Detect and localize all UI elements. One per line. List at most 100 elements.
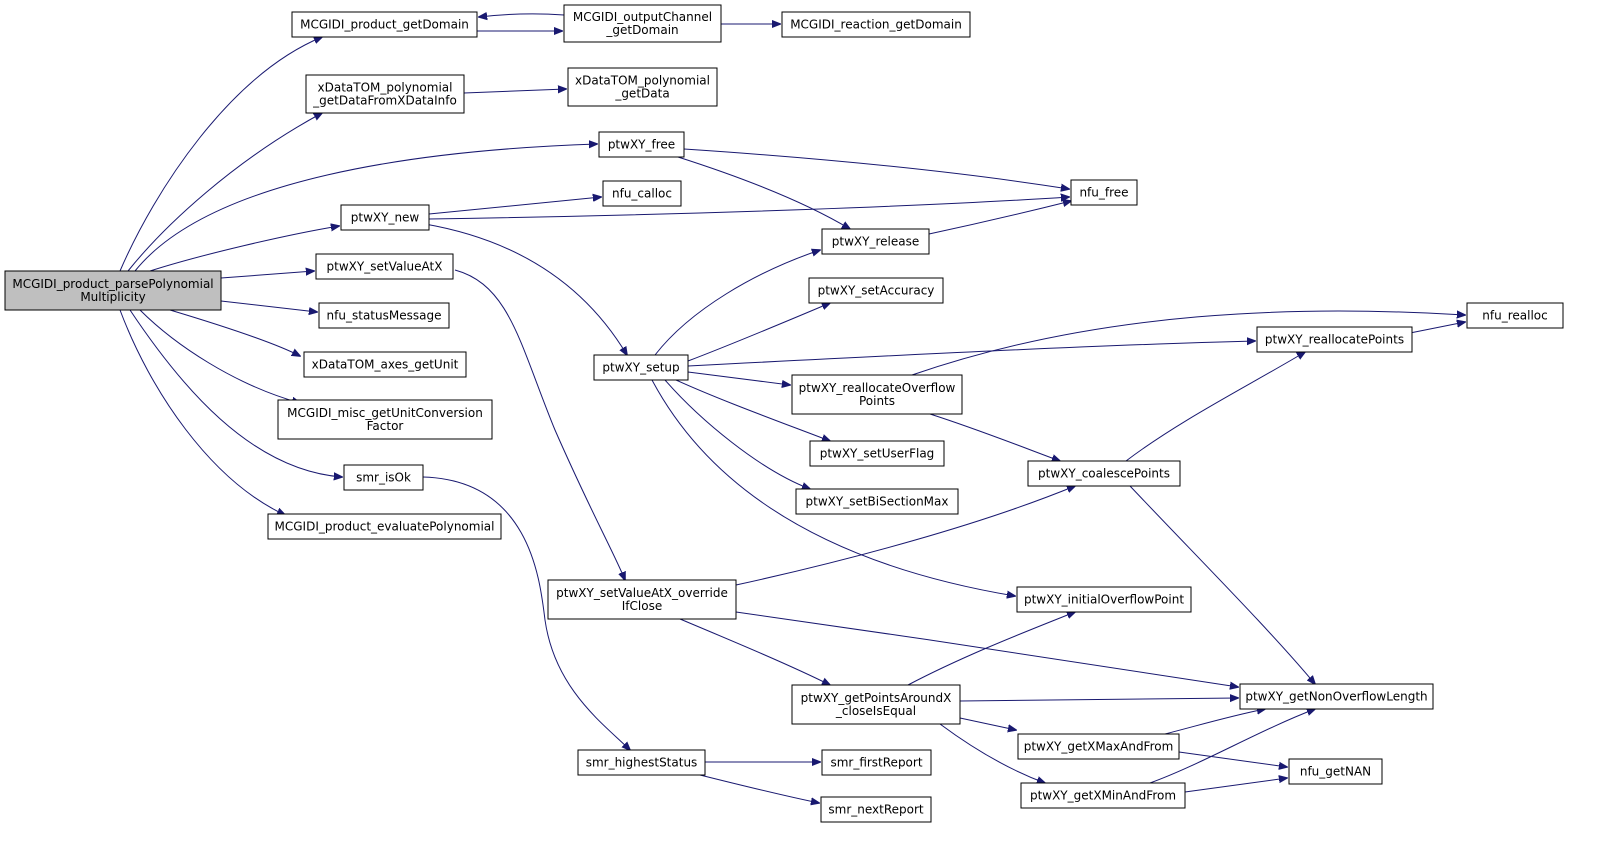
node-smr_nextReport[interactable]: smr_nextReport [820,796,932,823]
node-box-ptwXY_coalescePoints [1027,460,1181,487]
edge-root-to-ptwXY_setValueAtX [220,271,314,279]
node-ptwXY_initialOverflowPoint[interactable]: ptwXY_initialOverflowPoint [1016,586,1192,613]
edge-ptwXY_reallocatePoints-to-nfu_realloc [1409,322,1465,334]
node-label-product_getDomain: MCGIDI_product_getDomain [300,18,469,32]
node-label-smr_nextReport: smr_nextReport [828,803,924,817]
node-smr_highestStatus[interactable]: smr_highestStatus [577,749,706,776]
node-poly_getData[interactable]: xDataTOM_polynomial_getData [567,67,718,107]
edge-ptwXY_new-to-nfu_calloc [428,197,601,215]
node-box-smr_isOk [343,464,424,491]
node-box-nfu_getNAN [1288,758,1383,785]
node-outputChannel_getDomain[interactable]: MCGIDI_outputChannel_getDomain [563,4,722,43]
node-label-ptwXY_setValueAtX: ptwXY_setValueAtX [327,260,443,274]
node-ptwXY_setBiSectionMax[interactable]: ptwXY_setBiSectionMax [795,488,959,515]
node-box-ptwXY_new [340,204,430,231]
edge-ptwXY_reallocateOverflowPoints-to-nfu_realloc [911,311,1465,376]
node-label-ptwXY_free: ptwXY_free [608,138,675,152]
node-label-root-line1: MCGIDI_product_parsePolynomial [12,277,213,291]
node-label-ptwXY_getPointsAroundX_closeIsEqual-line1: ptwXY_getPointsAroundX [801,691,952,705]
node-nfu_getNAN[interactable]: nfu_getNAN [1288,758,1383,785]
node-label-ptwXY_setUserFlag: ptwXY_setUserFlag [820,447,935,461]
edge-poly_getDataFromXDataInfo-to-poly_getData [463,89,566,93]
node-ptwXY_reallocatePoints[interactable]: ptwXY_reallocatePoints [1256,326,1413,353]
node-ptwXY_getXMinAndFrom[interactable]: ptwXY_getXMinAndFrom [1020,782,1186,809]
edge-ptwXY_setValueAtX_overrideIfClose-to-ptwXY_getPointsAroundX_closeIsEqual [679,618,830,685]
edge-root-to-smr_isOk [129,309,342,477]
node-smr_isOk[interactable]: smr_isOk [343,464,424,491]
node-box-ptwXY_setBiSectionMax [795,488,959,515]
node-ptwXY_getNonOverflowLength[interactable]: ptwXY_getNonOverflowLength [1239,683,1434,710]
node-box-nfu_realloc [1466,302,1564,329]
node-nfu_statusMessage[interactable]: nfu_statusMessage [318,302,450,329]
node-label-ptwXY_new: ptwXY_new [351,211,420,225]
node-box-nfu_free [1070,179,1138,206]
node-label-ptwXY_setup: ptwXY_setup [602,361,679,375]
node-nfu_calloc[interactable]: nfu_calloc [602,180,682,207]
edge-ptwXY_setup-to-ptwXY_setAccuracy [687,303,830,362]
node-label-ptwXY_coalescePoints: ptwXY_coalescePoints [1038,467,1170,481]
edge-smr_highestStatus-to-smr_nextReport [699,774,819,803]
edge-ptwXY_new-to-ptwXY_setup [424,223,627,355]
node-label-poly_getDataFromXDataInfo-line1: xDataTOM_polynomial [318,81,453,95]
edge-root-to-product_getDomain [119,37,322,272]
edge-ptwXY_getXMaxAndFrom-to-nfu_getNAN [1178,751,1287,767]
node-nfu_free[interactable]: nfu_free [1070,179,1138,206]
edge-root-to-axes_getUnit [169,309,300,356]
node-label-axes_getUnit: xDataTOM_axes_getUnit [312,358,459,372]
node-ptwXY_coalescePoints[interactable]: ptwXY_coalescePoints [1027,460,1181,487]
node-axes_getUnit[interactable]: xDataTOM_axes_getUnit [303,351,467,378]
node-box-reaction_getDomain [781,11,971,38]
node-label-evaluatePolynomial: MCGIDI_product_evaluatePolynomial [275,520,495,534]
node-label-ptwXY_setAccuracy: ptwXY_setAccuracy [818,284,935,298]
node-nfu_realloc[interactable]: nfu_realloc [1466,302,1564,329]
node-label-misc_getUnitConversionFactor-line2: Factor [367,419,404,433]
edge-ptwXY_setValueAtX-to-ptwXY_setValueAtX_overrideIfClose [454,269,625,580]
node-box-ptwXY_setValueAtX [315,253,454,280]
edge-root-to-misc_getUnitConversionFactor [139,309,300,403]
node-label-ptwXY_initialOverflowPoint: ptwXY_initialOverflowPoint [1024,593,1184,607]
node-ptwXY_getPointsAroundX_closeIsEqual[interactable]: ptwXY_getPointsAroundX_closeIsEqual [791,684,961,725]
edge-ptwXY_coalescePoints-to-ptwXY_reallocatePoints [1125,352,1305,462]
node-ptwXY_setup[interactable]: ptwXY_setup [593,354,689,381]
node-box-ptwXY_reallocatePoints [1256,326,1413,353]
node-label-ptwXY_reallocateOverflowPoints-line1: ptwXY_reallocateOverflow [799,381,956,395]
edge-ptwXY_release-to-nfu_free [928,201,1071,235]
edge-ptwXY_setup-to-ptwXY_setBiSectionMax [664,379,810,489]
node-ptwXY_setAccuracy[interactable]: ptwXY_setAccuracy [808,277,944,304]
node-label-nfu_realloc: nfu_realloc [1482,309,1547,323]
node-product_getDomain[interactable]: MCGIDI_product_getDomain [291,11,478,38]
node-box-ptwXY_getXMinAndFrom [1020,782,1186,809]
node-label-ptwXY_setBiSectionMax: ptwXY_setBiSectionMax [806,495,949,509]
edge-ptwXY_setValueAtX_overrideIfClose-to-ptwXY_coalescePoints [735,486,1075,586]
node-ptwXY_setUserFlag[interactable]: ptwXY_setUserFlag [809,440,945,467]
edge-outputChannel_getDomain-to-product_getDomain [479,14,565,17]
node-box-ptwXY_reallocateOverflowPoints [791,374,963,415]
node-ptwXY_setValueAtX[interactable]: ptwXY_setValueAtX [315,253,454,280]
edge-root-to-poly_getDataFromXDataInfo [127,113,322,272]
node-label-outputChannel_getDomain-line2: _getDomain [605,23,678,37]
node-ptwXY_free[interactable]: ptwXY_free [598,131,685,158]
node-box-ptwXY_setUserFlag [809,440,945,467]
edge-root-to-ptwXY_new [149,226,339,272]
node-label-ptwXY_reallocatePoints: ptwXY_reallocatePoints [1265,333,1404,347]
edge-ptwXY_reallocateOverflowPoints-to-ptwXY_coalescePoints [929,413,1060,461]
node-poly_getDataFromXDataInfo[interactable]: xDataTOM_polynomial_getDataFromXDataInfo [305,74,465,114]
node-evaluatePolynomial[interactable]: MCGIDI_product_evaluatePolynomial [267,513,502,540]
edge-ptwXY_free-to-ptwXY_release [677,156,850,229]
node-reaction_getDomain[interactable]: MCGIDI_reaction_getDomain [781,11,971,38]
node-label-ptwXY_getXMaxAndFrom: ptwXY_getXMaxAndFrom [1024,740,1174,754]
edge-ptwXY_setup-to-ptwXY_initialOverflowPoint [651,379,1015,596]
edge-ptwXY_coalescePoints-to-ptwXY_getNonOverflowLength [1129,485,1315,684]
node-box-smr_firstReport [821,749,932,776]
node-smr_firstReport[interactable]: smr_firstReport [821,749,932,776]
node-box-ptwXY_getXMaxAndFrom [1017,733,1180,760]
node-label-smr_isOk: smr_isOk [356,471,411,485]
node-ptwXY_release[interactable]: ptwXY_release [821,228,930,255]
node-ptwXY_getXMaxAndFrom[interactable]: ptwXY_getXMaxAndFrom [1017,733,1180,760]
node-box-nfu_statusMessage [318,302,450,329]
node-ptwXY_new[interactable]: ptwXY_new [340,204,430,231]
